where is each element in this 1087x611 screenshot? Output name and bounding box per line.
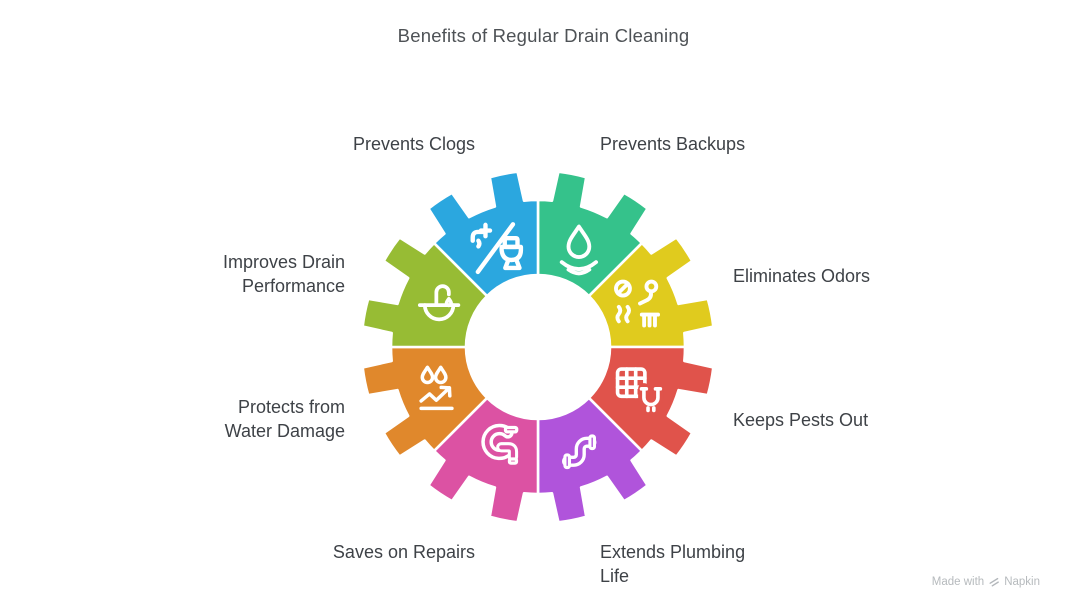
faucet-toilet-slash-icon [470, 222, 524, 275]
label-improves-drain-performance: Improves Drain Performance [222, 252, 345, 296]
drain-grate-pest-icon [615, 367, 664, 413]
napkin-watermark: Made with Napkin [932, 576, 1040, 588]
sink-basin-icon [417, 284, 461, 322]
page-title: Benefits of Regular Drain Cleaning [397, 25, 690, 46]
label-eliminates-odors: Eliminates Odors [733, 266, 871, 286]
label-extends-plumbing-life: Extends Plumbing Life [600, 542, 746, 586]
water-deflect-icon [419, 365, 454, 411]
label-prevents-clogs: Prevents Clogs [352, 134, 475, 154]
napkin-logo-icon [989, 577, 1000, 587]
gear-segment-protects-from-water-damage [361, 345, 489, 458]
gear-segment-extends-plumbing-life [536, 396, 649, 524]
elbow-pipe-icon [481, 423, 519, 465]
label-prevents-backups: Prevents Backups [600, 134, 746, 154]
no-odor-person-icon [614, 279, 661, 328]
watermark-brand: Napkin [1004, 576, 1040, 588]
gear-segment-improves-drain-performance [361, 236, 489, 349]
label-keeps-pests-out: Keeps Pests Out [733, 410, 869, 430]
label-saves-on-repairs: Saves on Repairs [332, 542, 475, 562]
s-pipe-icon [562, 434, 597, 470]
label-protects-from-water-damage: Protects from Water Damage [224, 397, 345, 441]
water-drop-waves-icon [559, 224, 598, 276]
watermark-prefix: Made with [931, 576, 985, 588]
